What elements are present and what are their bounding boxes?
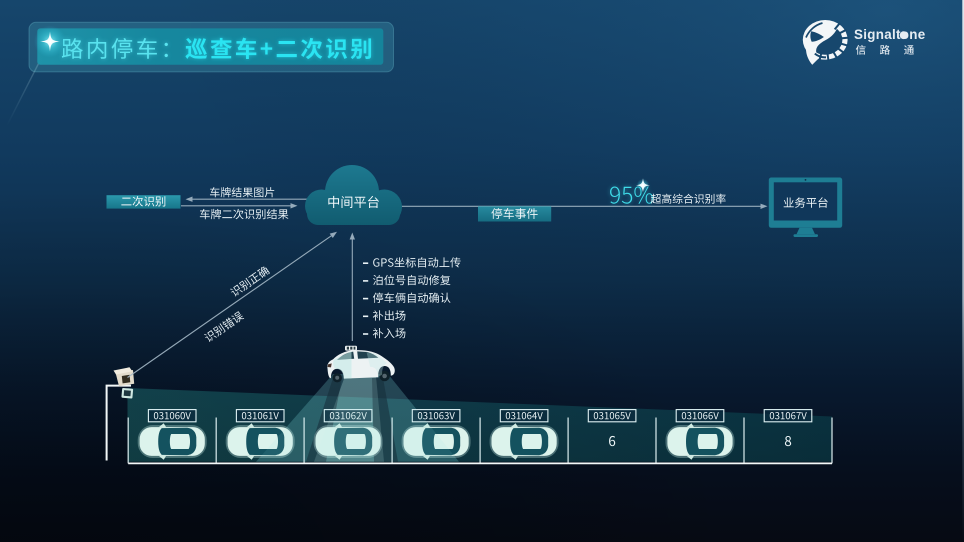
svg-text:Signaltone: Signaltone [854, 27, 925, 42]
